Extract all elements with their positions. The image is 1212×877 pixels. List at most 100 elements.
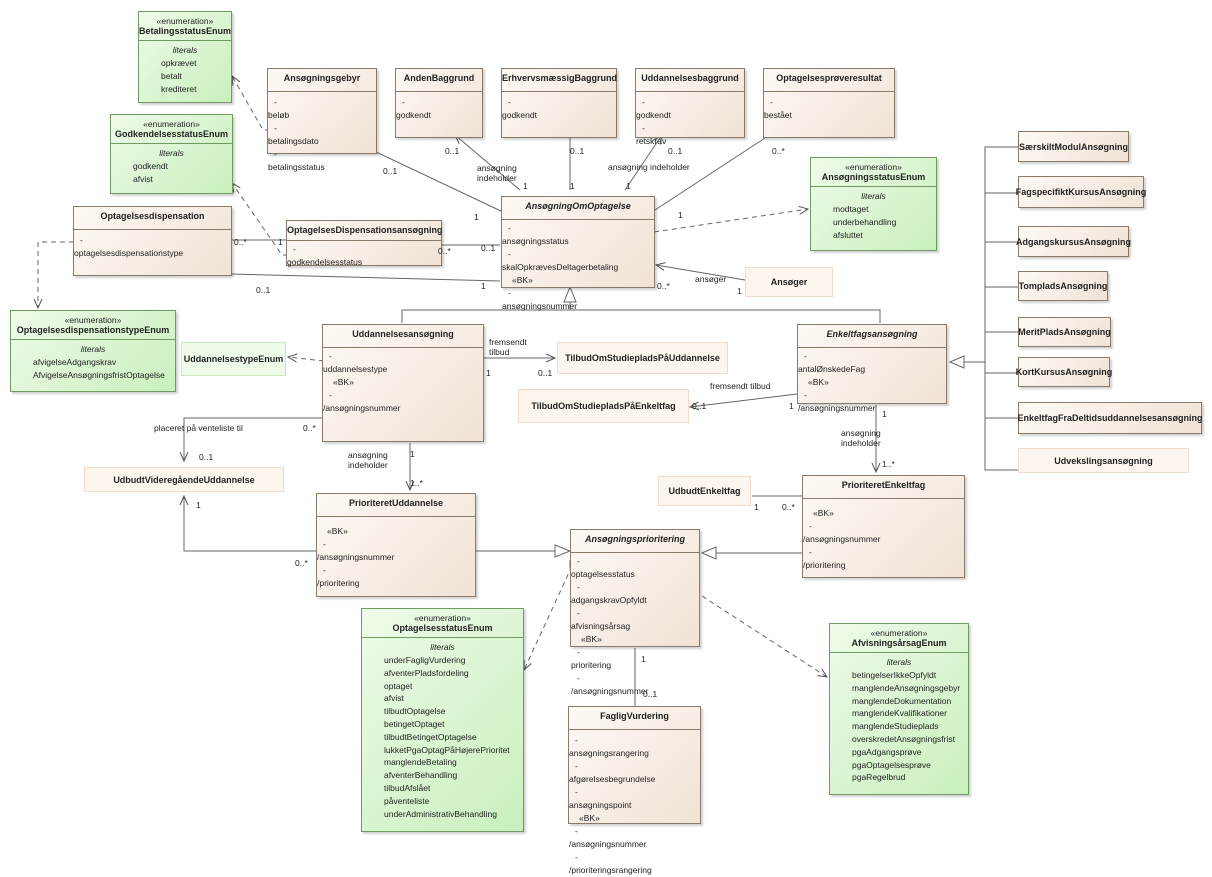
- literal: pgaOptagelsesprøve: [852, 759, 931, 770]
- attribute: -betalingsdato: [268, 123, 319, 146]
- literals-label: literals: [861, 191, 886, 201]
- class-name: FagspecifiktKursusAnsøgning: [1015, 187, 1147, 197]
- assoc-tilbud-enk: [690, 393, 798, 407]
- class-fagligvurdering[interactable]: FagligVurdering -ansøgningsrangering -af…: [568, 706, 701, 875]
- mult-label: 0..1: [692, 401, 707, 411]
- attribute: -ansøgningsrangering: [569, 735, 649, 758]
- class-name: FagligVurdering: [600, 711, 669, 721]
- role-label: ansøgning indeholder: [841, 428, 881, 448]
- mult-label: 0..1: [445, 146, 460, 156]
- class-udbudt-vgu[interactable]: UdbudtVideregåendeUddannelse: [84, 467, 284, 492]
- class-udbudt-enkeltfag[interactable]: UdbudtEnkeltfag: [658, 476, 751, 506]
- mult-label: 0..*: [782, 502, 795, 512]
- gen-triangle-prio-right: [700, 546, 717, 560]
- class-enkeltfag-deltid[interactable]: EnkeltfagFraDeltidsuddannelsesansøgning: [1017, 402, 1203, 434]
- class-erhvervsmaessigbaggrund[interactable]: ErhvervsmæssigBaggrund -godkendt: [501, 68, 617, 138]
- class-tilbud-uddannelse[interactable]: TilbudOmStudiepladsPåUddannelse: [557, 342, 728, 374]
- mult-label: 0..1: [668, 146, 683, 156]
- attribute: -/ansøgningsnummer: [317, 539, 395, 562]
- mult-label: 1: [474, 212, 479, 222]
- attribute: -adgangskravOpfyldt: [571, 582, 647, 605]
- literal: afventerPladsfordeling: [384, 667, 469, 678]
- class-name: TilbudOmStudiepladsPåUddannelse: [565, 353, 720, 363]
- class-fagspecifikt-kursus[interactable]: FagspecifiktKursusAnsøgning: [1015, 176, 1147, 208]
- stereotype: «enumeration»: [414, 613, 471, 623]
- mult-label: 1: [523, 181, 528, 191]
- class-prioriteret-uddannelse[interactable]: PrioriteretUddannelse «BK» -/ansøgningsn…: [316, 493, 476, 597]
- class-uddannelsestypeenum[interactable]: UddannelsestypeEnum: [181, 342, 286, 376]
- class-kortkursus[interactable]: KortKursusAnsøgning: [1016, 357, 1112, 387]
- class-name: OptagelsesstatusEnum: [392, 623, 493, 633]
- mult-label: 1: [626, 181, 631, 191]
- assoc-disp-bottom: [231, 273, 501, 282]
- class-name: SærskiltModulAnsøgning: [1019, 141, 1128, 152]
- class-adgangskursus[interactable]: AdgangskursusAnsøgning: [1016, 226, 1131, 257]
- attribute: -antalØnskedeFag: [798, 351, 866, 374]
- class-ansoegning-om-optagelse[interactable]: AnsøgningOmOptagelse -ansøgningsstatus -…: [501, 196, 655, 311]
- mult-label: 1: [737, 286, 742, 296]
- enum-betalingsstatus[interactable]: «enumeration»BetalingsstatusEnum literal…: [138, 11, 232, 103]
- assoc-venteliste: [184, 417, 322, 461]
- literal: betingetOptaget: [384, 718, 445, 729]
- class-name: GodkendelsesstatusEnum: [114, 129, 229, 139]
- mult-label: 0..1: [256, 285, 271, 295]
- class-saerskilt-modul[interactable]: SærskiltModulAnsøgning: [1018, 131, 1129, 162]
- literal: betingelserIkkeOpfyldt: [852, 670, 937, 680]
- mult-label: 1: [882, 409, 887, 419]
- literal: opkrævet: [161, 58, 197, 68]
- mult-label: 1: [196, 500, 201, 510]
- class-ansoegningsprioritering[interactable]: Ansøgningsprioritering -optagelsesstatus…: [570, 529, 700, 696]
- mult-label: 1: [278, 237, 283, 247]
- bk-stereotype: «BK»: [579, 813, 600, 823]
- mult-label: 0..1: [570, 146, 585, 156]
- bk-stereotype: «BK»: [512, 275, 533, 285]
- class-prioriteret-enkeltfag[interactable]: PrioriteretEnkeltfag «BK» -/ansøgningsnu…: [802, 475, 965, 578]
- attribute: -beløb: [268, 97, 290, 120]
- class-andenbaggrund[interactable]: AndenBaggrund -godkendt: [395, 68, 483, 138]
- attribute: -optagelsesstatus: [571, 556, 635, 579]
- class-name: Udvekslingsansøgning: [1054, 455, 1153, 466]
- class-tilbud-enkeltfag[interactable]: TilbudOmStudiepladsPåEnkeltfag: [518, 389, 689, 423]
- gen-triangle-prio-left: [554, 544, 572, 558]
- enum-dispensationstype[interactable]: «enumeration»Optagelsesdispensationstype…: [10, 310, 176, 392]
- literal: afsluttet: [833, 229, 863, 240]
- class-optagelsesdispensationsansoegning[interactable]: OptagelsesDispensationsansøgning -godken…: [286, 220, 443, 267]
- literal: påventeliste: [384, 795, 430, 806]
- mult-label: 0..1: [643, 689, 658, 699]
- class-ansoeger[interactable]: Ansøger: [745, 267, 833, 297]
- literals-label: literals: [80, 344, 106, 354]
- class-name: Optagelsesdispensation: [100, 211, 205, 221]
- mult-label: 1: [486, 368, 491, 378]
- attribute: -ansøgningspoint: [569, 787, 632, 810]
- attribute: -bestået: [764, 97, 792, 120]
- enum-optagelsesstatus[interactable]: «enumeration»OptagelsesstatusEnum litera…: [361, 608, 524, 832]
- literal: afvigelseAdgangskrav: [33, 357, 117, 367]
- literal: manglendeAnsøgningsgebyr: [852, 682, 961, 693]
- mult-label: 0..1: [383, 166, 398, 176]
- class-uddannelsesansoegning[interactable]: Uddannelsesansøgning -uddannelsestype «B…: [322, 324, 484, 442]
- class-name: PrioriteretUddannelse: [348, 498, 444, 508]
- class-optagelsesproeveresultat[interactable]: Optagelsesprøveresultat -bestået: [763, 68, 895, 138]
- class-name: MeritPladsAnsøgning: [1018, 327, 1111, 337]
- literal: lukketPgaOptagPåHøjerePrioritet: [384, 744, 510, 755]
- enum-afvisningsaarsag[interactable]: «enumeration»AfvisningsårsagEnum literal…: [829, 623, 969, 795]
- class-ansoegningsgebyr[interactable]: Ansøgningsgebyr -beløb -betalingsdato -b…: [267, 68, 377, 172]
- class-uddannelsesbaggrund[interactable]: Uddannelsesbaggrund -godkendt -retskrav: [635, 68, 745, 146]
- class-udveksling[interactable]: Udvekslingsansøgning: [1018, 448, 1189, 473]
- class-name: OptagelsesDispensationsansøgning: [287, 225, 443, 235]
- enum-godkendelsesstatus[interactable]: «enumeration»GodkendelsesstatusEnum lite…: [110, 114, 233, 194]
- enum-ansoegningsstatus[interactable]: «enumeration»AnsøgningsstatusEnum litera…: [810, 157, 937, 251]
- class-name: Enkeltfagsansøgning: [826, 329, 918, 339]
- class-enkeltfagsansoegning[interactable]: Enkeltfagsansøgning -antalØnskedeFag «BK…: [797, 324, 947, 413]
- literal: underAdministrativBehandling: [384, 808, 497, 819]
- class-meritplads[interactable]: MeritPladsAnsøgning: [1018, 317, 1111, 347]
- class-tomplads[interactable]: TompladsAnsøgning: [1018, 271, 1108, 301]
- literal: optaget: [384, 680, 413, 691]
- gen-sub-rail: [984, 146, 1018, 471]
- mult-label: 1: [789, 401, 794, 411]
- class-name: UdbudtVideregåendeUddannelse: [113, 474, 255, 485]
- attribute: -retskrav: [636, 123, 667, 146]
- literal: manglendeStudieplads: [852, 721, 939, 732]
- class-optagelsesdispensation[interactable]: Optagelsesdispensation -optagelsesdispen…: [73, 206, 232, 276]
- literal: afvist: [384, 693, 404, 704]
